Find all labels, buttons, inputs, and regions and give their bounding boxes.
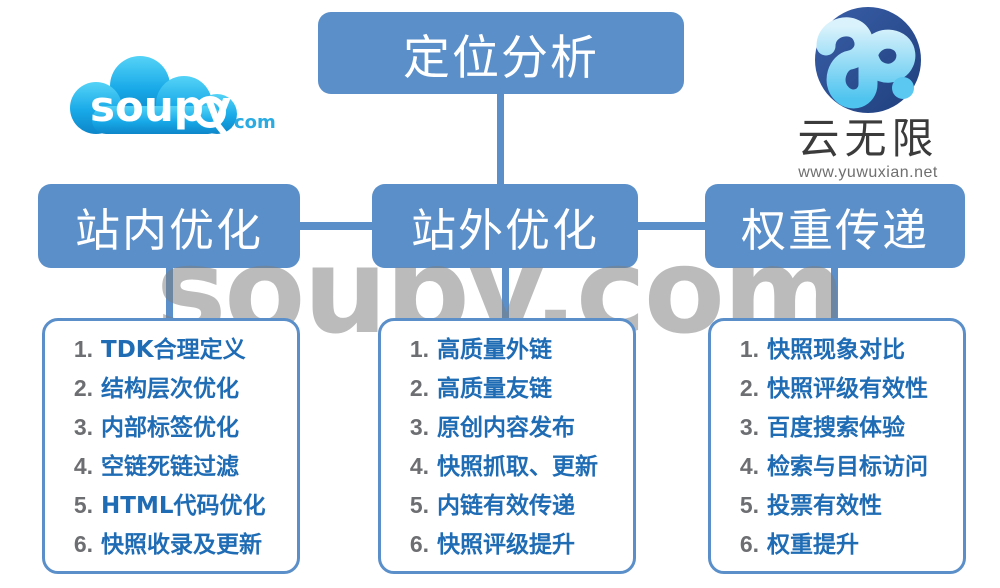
list-item: 1. 高质量外链 — [395, 330, 633, 369]
list-item: 3. 内部标签优化 — [59, 408, 297, 447]
list-item: 1. TDK合理定义 — [59, 330, 297, 369]
list-item-label: TDK合理定义 — [101, 337, 246, 363]
blue-globe-y-icon — [815, 7, 921, 113]
list-item-label: 投票有效性 — [767, 493, 882, 519]
list-item-number: 1. — [73, 336, 93, 362]
list-item-label: HTML代码优化 — [101, 493, 266, 519]
list-item: 4. 检索与目标访问 — [725, 447, 963, 486]
connector-center-to-left — [296, 222, 376, 230]
list-item-number: 3. — [73, 414, 93, 440]
yuwuxian-logo: 云无限 www.yuwuxian.net — [748, 2, 988, 181]
list-item: 3. 原创内容发布 — [395, 408, 633, 447]
list-item-label: 空链死链过滤 — [101, 454, 239, 480]
list-item-number: 5. — [739, 492, 759, 518]
cloud-with-magnifier-icon: soupv com — [70, 56, 276, 136]
connector-root-to-center — [497, 92, 504, 188]
list-item-number: 1. — [739, 336, 759, 362]
list-item-label: 百度搜索体验 — [767, 415, 905, 441]
list-item-number: 4. — [73, 453, 93, 479]
list-item-number: 4. — [739, 453, 759, 479]
list-item-label: 快照评级提升 — [437, 532, 575, 558]
list-item-label: 快照收录及更新 — [101, 532, 262, 558]
list-item-label: 高质量友链 — [437, 376, 552, 402]
list-item-number: 1. — [409, 336, 429, 362]
connector-branch3-to-list3 — [831, 264, 838, 322]
list-item-number: 5. — [73, 492, 93, 518]
magnifier-icon — [194, 96, 227, 136]
list-item: 5. 投票有效性 — [725, 486, 963, 525]
list-item-number: 5. — [409, 492, 429, 518]
list-item-number: 6. — [739, 531, 759, 557]
soupv-logo: soupv com — [62, 56, 282, 148]
list-item-number: 6. — [73, 531, 93, 557]
node-branch-onsite[interactable]: 站内优化 — [38, 184, 300, 268]
yuwuxian-url: www.yuwuxian.net — [798, 164, 938, 181]
soupv-tld: com — [234, 112, 276, 133]
list-item-number: 3. — [739, 414, 759, 440]
list-item-number: 2. — [73, 375, 93, 401]
list-item-label: 高质量外链 — [437, 337, 552, 363]
list-item: 3. 百度搜索体验 — [725, 408, 963, 447]
list-item: 6. 快照收录及更新 — [59, 525, 297, 564]
node-branch-weight[interactable]: 权重传递 — [705, 184, 965, 268]
list-item: 5. 内链有效传递 — [395, 486, 633, 525]
list-item-label: 快照评级有效性 — [767, 376, 928, 402]
list-item: 2. 高质量友链 — [395, 369, 633, 408]
list-item-label: 快照现象对比 — [767, 337, 905, 363]
yuwuxian-name: 云无限 — [797, 114, 939, 163]
list-item: 4. 空链死链过滤 — [59, 447, 297, 486]
connector-center-to-right — [636, 222, 709, 230]
list-item-label: 检索与目标访问 — [767, 454, 928, 480]
list-panel-weight: 1. 快照现象对比 2. 快照评级有效性 3. 百度搜索体验 4. 检索与目标访问 5.… — [708, 318, 966, 574]
list-item: 6. 快照评级提升 — [395, 525, 633, 564]
list-item: 5. HTML代码优化 — [59, 486, 297, 525]
node-root[interactable]: 定位分析 — [318, 12, 684, 94]
list-item: 1. 快照现象对比 — [725, 330, 963, 369]
node-branch-offsite[interactable]: 站外优化 — [372, 184, 638, 268]
list-item-label: 权重提升 — [767, 532, 859, 558]
list-item: 4. 快照抓取、更新 — [395, 447, 633, 486]
list-item-label: 内链有效传递 — [437, 493, 575, 519]
connector-branch2-to-list2 — [502, 264, 509, 322]
list-item: 6. 权重提升 — [725, 525, 963, 564]
connector-branch1-to-list1 — [166, 264, 173, 322]
list-item: 2. 快照评级有效性 — [725, 369, 963, 408]
list-item: 2. 结构层次优化 — [59, 369, 297, 408]
list-item-number: 2. — [739, 375, 759, 401]
list-item-label: 内部标签优化 — [101, 415, 239, 441]
list-panel-onsite: 1. TDK合理定义 2. 结构层次优化 3. 内部标签优化 4. 空链死链过滤 5. H… — [42, 318, 300, 574]
list-item-label: 快照抓取、更新 — [437, 454, 598, 480]
list-item-label: 结构层次优化 — [101, 376, 239, 402]
list-item-label: 原创内容发布 — [437, 415, 575, 441]
list-panel-offsite: 1. 高质量外链 2. 高质量友链 3. 原创内容发布 4. 快照抓取、更新 5. 内链有… — [378, 318, 636, 574]
list-item-number: 3. — [409, 414, 429, 440]
list-item-number: 6. — [409, 531, 429, 557]
list-item-number: 2. — [409, 375, 429, 401]
list-item-number: 4. — [409, 453, 429, 479]
